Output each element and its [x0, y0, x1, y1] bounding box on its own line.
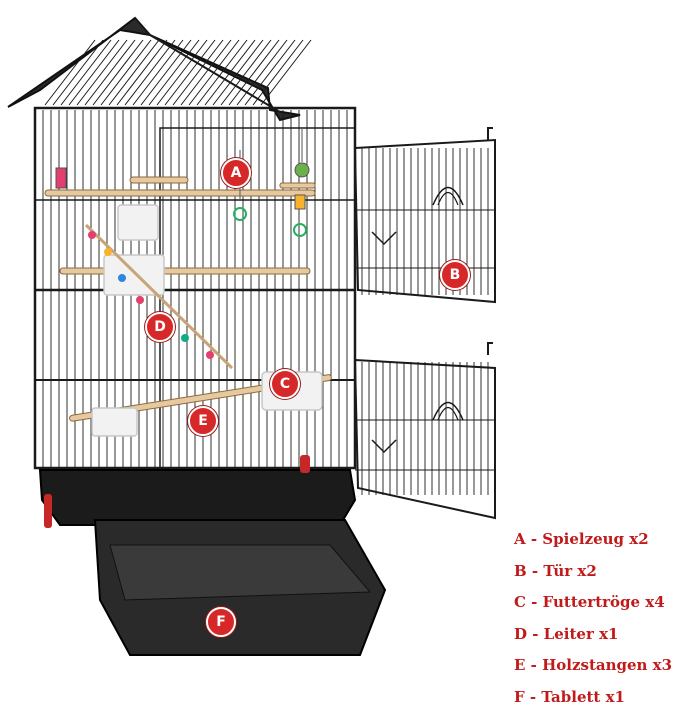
badge-f: F [206, 607, 236, 637]
parts-legend: A - Spielzeug x2 B - Tür x2 C - Futtertr… [514, 524, 700, 713]
legend-item-d: D - Leiter x1 [514, 619, 700, 651]
badge-c: C [270, 369, 300, 399]
cage-roof [8, 18, 311, 120]
badge-a: A [221, 158, 251, 188]
badge-e: E [188, 406, 218, 436]
legend-item-b: B - Tür x2 [514, 556, 700, 588]
legend-item-f: F - Tablett x1 [514, 682, 700, 713]
ladder [86, 225, 232, 368]
legend-item-c: C - Futtertröge x4 [514, 587, 700, 619]
cage-doors [355, 128, 495, 518]
feeders [92, 205, 322, 436]
legend-item-a: A - Spielzeug x2 [514, 524, 700, 556]
badge-b: B [440, 260, 470, 290]
legend-item-e: E - Holzstangen x3 [514, 650, 700, 682]
badge-d: D [145, 312, 175, 342]
